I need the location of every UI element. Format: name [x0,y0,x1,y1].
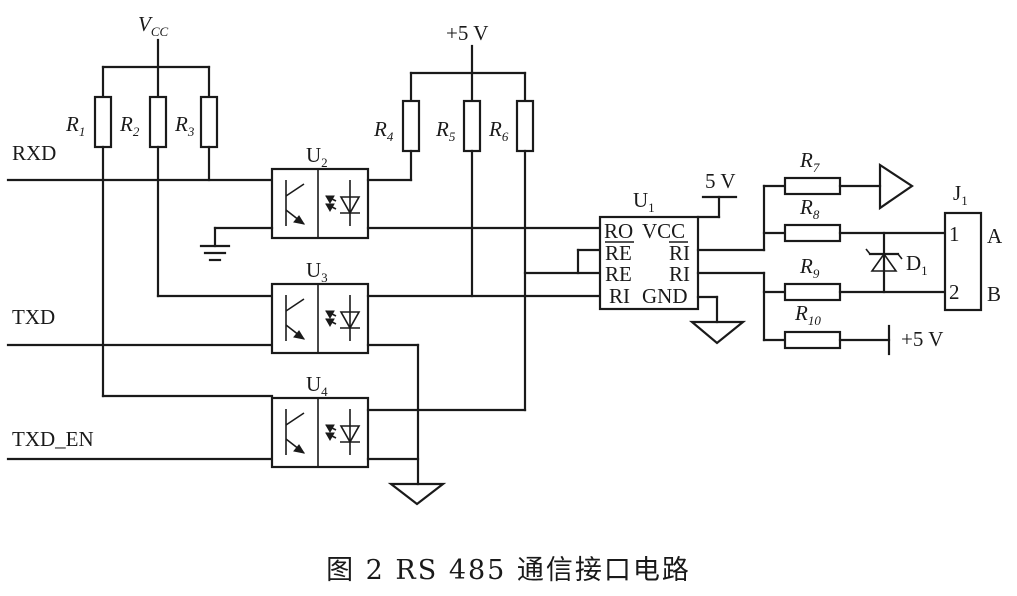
resistor-r10 [783,330,842,350]
pin-ri-right: RI [669,262,690,286]
plus5-top-label: +5 V [446,21,488,45]
r9-label: R9 [799,254,820,281]
j1-pin1: 1 [949,222,960,246]
zener-diode-d1 [865,231,903,294]
pin-ri-bar: RI [669,241,690,265]
resistor-r8 [783,223,842,243]
ground-triangle-u4 [387,482,447,506]
r4-label: R4 [373,117,394,144]
pin-re-bar: RE [605,241,632,265]
resistor-r5 [462,99,482,153]
ground-triangle-u1 [688,320,747,345]
optocoupler-u2 [270,167,370,240]
r2-label: R2 [119,112,140,139]
pin-ri-left: RI [609,284,630,308]
r1-label: R1 [65,112,85,139]
d1-label: D1 [906,251,928,278]
plus5-rail [409,44,527,103]
j1-label: J1 [953,181,968,208]
r6-label: R6 [488,117,509,144]
rxd-label: RXD [12,141,56,165]
resistor-r3 [199,95,219,149]
resistor-r7 [783,176,842,196]
j1-pin2: 2 [949,280,960,304]
vcc-label: VCC [138,12,168,39]
ground-symbol [199,244,231,262]
u1-label: U1 [633,188,655,215]
resistor-r9 [783,282,842,302]
line-b-label: B [987,282,1001,306]
r8-label: R8 [799,195,820,222]
txd-label: TXD [12,305,55,329]
r10-label: R10 [794,301,821,328]
resistor-r6 [515,99,535,153]
r10-5v-label: +5 V [901,327,943,351]
resistor-r4 [401,99,421,153]
u4-label: U4 [306,372,328,399]
u2-label: U2 [306,143,328,170]
u3-label: U3 [306,258,328,285]
line-a-label: A [987,224,1003,248]
u1-5v-label: 5 V [705,169,736,193]
resistor-r1 [93,95,113,149]
pin-ro: RO [604,219,633,243]
connector-j1 [943,211,983,312]
pin-vcc: VCC [642,219,685,243]
r3-label: R3 [174,112,195,139]
resistor-r2 [148,95,168,149]
figure-caption: 图 2 RS 485 通信接口电路 [326,555,691,586]
pin-re: RE [605,262,632,286]
r7-label: R7 [799,148,820,175]
ground-triangle-r7 [878,162,914,211]
transceiver-u1 [598,215,700,311]
txd-en-label: TXD_EN [12,427,94,451]
vcc-rail [101,38,211,99]
optocoupler-u3 [270,282,370,355]
optocoupler-u4 [270,396,370,469]
pin-gnd: GND [642,284,688,308]
r5-label: R5 [435,117,456,144]
